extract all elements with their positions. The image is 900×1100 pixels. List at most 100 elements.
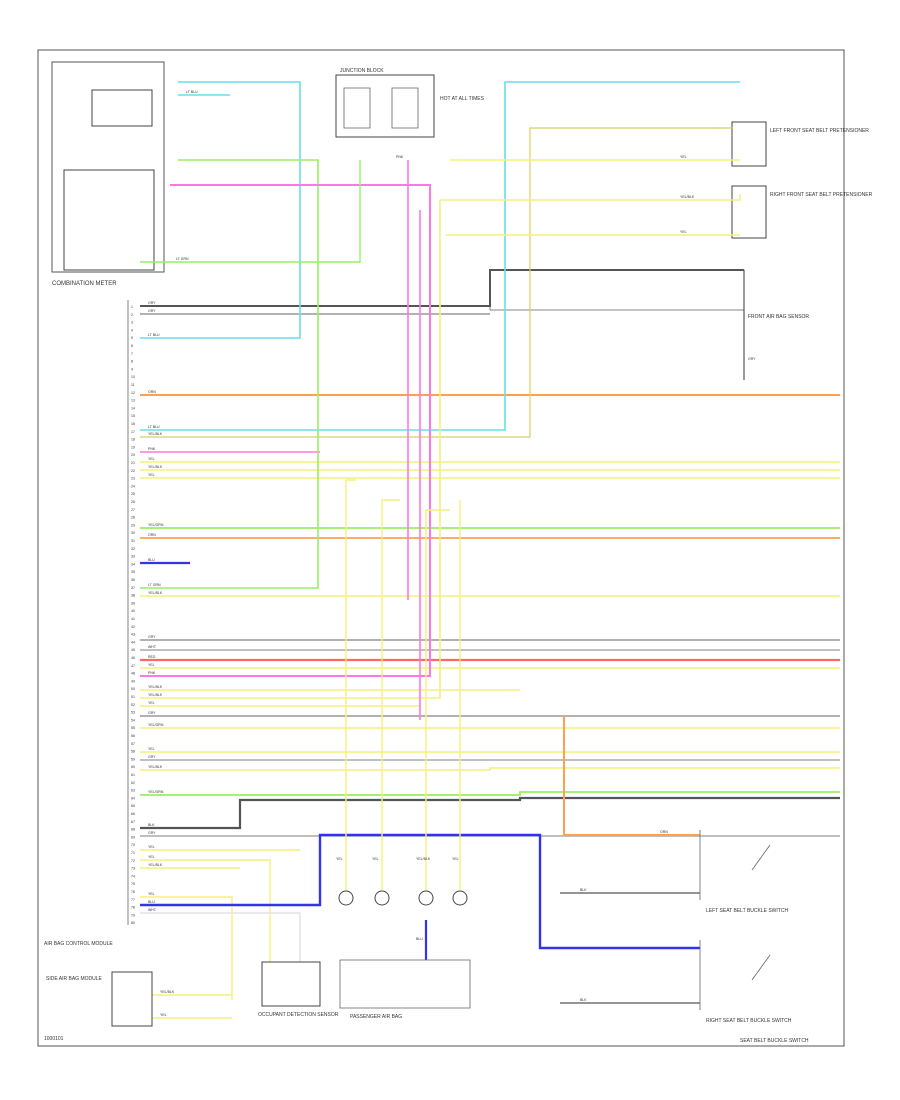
pin-number: 71 xyxy=(131,851,135,855)
pin-number: 18 xyxy=(131,438,135,442)
wire-label: YEL xyxy=(148,855,155,859)
pin-number: 43 xyxy=(131,633,135,637)
pin-number: 73 xyxy=(131,867,135,871)
meter-subbox-1 xyxy=(91,89,153,127)
pin-number: 41 xyxy=(131,617,135,621)
pin-number: 28 xyxy=(131,516,135,520)
wire-squib-3 xyxy=(425,509,450,890)
pin-number: 25 xyxy=(131,492,135,496)
combination-meter-box xyxy=(51,61,165,273)
pin-number: 65 xyxy=(131,804,135,808)
wire-label: BLK xyxy=(580,888,587,892)
wire-label: YEL/GRN xyxy=(148,723,164,727)
pin-number: 26 xyxy=(131,500,135,504)
wire-label: YEL xyxy=(148,747,155,751)
pin-number: 47 xyxy=(131,664,135,668)
wire-lt-grn-meter xyxy=(140,160,361,263)
pin-number: 61 xyxy=(131,773,135,777)
pin-number: 50 xyxy=(131,687,135,691)
pin-number: 32 xyxy=(131,547,135,551)
wire-label: BLU xyxy=(148,558,155,562)
pin-number: 30 xyxy=(131,531,135,535)
wire-label: YEL/BLK xyxy=(680,195,695,199)
pin-number: 8 xyxy=(131,360,133,364)
fuse-box-note: HOT AT ALL TIMES xyxy=(440,96,485,102)
pin-number: 68 xyxy=(131,828,135,832)
wire-label: LT BLU xyxy=(148,425,160,429)
wire-pnk-main xyxy=(140,184,431,677)
wire-label: GRY xyxy=(148,831,156,835)
wire-lt-grn-3 xyxy=(140,791,840,796)
pin-number: 12 xyxy=(131,391,135,395)
left-buckle-switch-arm xyxy=(751,844,771,871)
diagram-frame xyxy=(37,49,845,1047)
wire-label: GRY xyxy=(148,755,156,759)
wire-label: PNK xyxy=(148,447,156,451)
wire-label: YEL/BLK xyxy=(160,990,175,994)
wire-blu-main xyxy=(140,833,700,950)
wire-wht xyxy=(140,912,301,962)
wire-label: WHT xyxy=(148,645,157,649)
pin-number: 16 xyxy=(131,422,135,426)
pin-number: 13 xyxy=(131,399,135,403)
figure-label: 1000101 xyxy=(44,1036,64,1042)
wire-label: BLU xyxy=(148,900,155,904)
pin-number: 9 xyxy=(131,367,133,371)
pin-number: 75 xyxy=(131,882,135,886)
wire-label: YEL xyxy=(148,663,155,667)
left-front-sensor-label: LEFT FRONT SEAT BELT PRETENSIONER xyxy=(770,128,869,134)
side-airbag-module-box xyxy=(111,971,153,1027)
side-airbag-module-label: SIDE AIR BAG MODULE xyxy=(46,976,103,982)
squib-2 xyxy=(374,890,390,906)
pin-number: 76 xyxy=(131,890,135,894)
wire-squib-1 xyxy=(345,479,356,890)
wire-label: PNK xyxy=(396,155,404,159)
pin-number: 42 xyxy=(131,625,135,629)
wire-label: YEL xyxy=(148,701,155,705)
wire-label: ORN xyxy=(660,830,668,834)
wire-label: YEL/GRN xyxy=(148,523,164,527)
pin-number: 6 xyxy=(131,344,133,348)
wire-label: YEL/BLK xyxy=(148,693,163,697)
pin-label-group: 1234567891011121314151617181920212223242… xyxy=(131,305,135,925)
pin-number: 39 xyxy=(131,601,135,605)
pin-number: 69 xyxy=(131,835,135,839)
pin-number: 78 xyxy=(131,906,135,910)
pin-number: 67 xyxy=(131,820,135,824)
wire-label: ORN xyxy=(148,533,156,537)
pin-number: 45 xyxy=(131,648,135,652)
pin-number: 53 xyxy=(131,711,135,715)
wire-label: ORN xyxy=(148,390,156,394)
wire-label: YEL xyxy=(148,845,155,849)
pin-number: 29 xyxy=(131,523,135,527)
pin-number: 44 xyxy=(131,640,135,644)
wire-label: YEL/BLK xyxy=(416,857,431,861)
wire-label: WHT xyxy=(148,908,157,912)
squib-3 xyxy=(418,890,434,906)
pin-number: 31 xyxy=(131,539,135,543)
occupant-sensor-box xyxy=(261,961,321,1007)
bottom-right-caption: SEAT BELT BUCKLE SWITCH xyxy=(740,1038,809,1044)
pin-number: 59 xyxy=(131,757,135,761)
squib-4 xyxy=(452,890,468,906)
pin-number: 19 xyxy=(131,445,135,449)
pin-number: 36 xyxy=(131,578,135,582)
passenger-airbag-label: PASSENGER AIR BAG xyxy=(350,1014,402,1020)
fuse-block-label: JUNCTION BLOCK xyxy=(340,68,384,74)
wire-label: BLK xyxy=(580,998,587,1002)
wire-label: LT GRN xyxy=(148,583,161,587)
wire-label: LT BLU xyxy=(148,333,160,337)
right-front-sensor-box xyxy=(731,185,767,239)
meter-subbox-2 xyxy=(63,169,155,271)
pin-number: 4 xyxy=(131,328,133,332)
wire-label: GRY xyxy=(748,357,756,361)
pin-number: 72 xyxy=(131,859,135,863)
left-buckle-switch-label: LEFT SEAT BELT BUCKLE SWITCH xyxy=(706,908,788,914)
wire-label: YEL/BLK xyxy=(148,765,163,769)
pin-number: 15 xyxy=(131,414,135,418)
wire-label: GRY xyxy=(148,309,156,313)
pin-number: 23 xyxy=(131,477,135,481)
wire-label: GRY xyxy=(148,301,156,305)
wire-label: LT GRN xyxy=(176,257,189,261)
wire-yel-13 xyxy=(140,859,271,962)
